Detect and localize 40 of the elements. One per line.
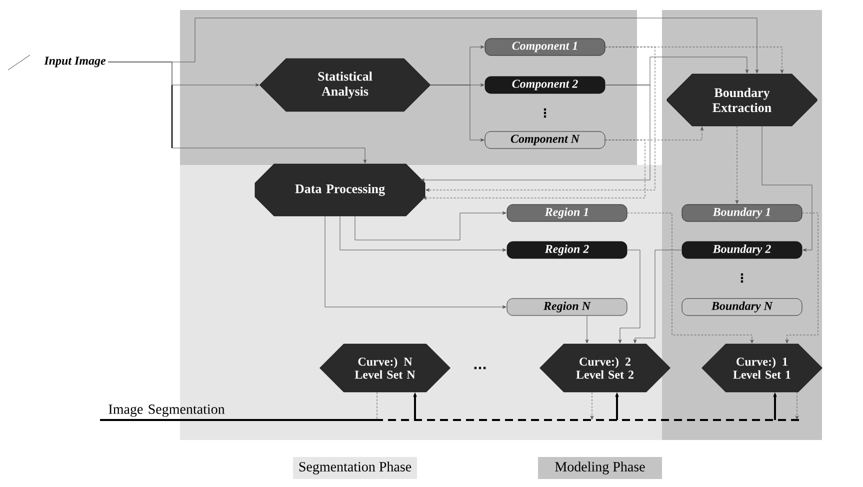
- process-octagon: Curve:) 2 Level Set 2: [540, 344, 670, 392]
- rounded-box: Boundary N: [682, 298, 802, 316]
- arrow: [426, 46, 656, 192]
- process-octagon: Statistical Analysis: [260, 58, 430, 112]
- ellipsis: ⋮: [740, 273, 744, 283]
- output-bar: Image Segmentation: [100, 404, 800, 421]
- rounded-box: Component N: [484, 131, 606, 149]
- arrow: [324, 216, 506, 309]
- process-octagon: Curve:) N Level Set N: [320, 344, 450, 392]
- arrow: [762, 126, 812, 252]
- rounded-box: Region N: [506, 298, 628, 316]
- arrow: [354, 211, 506, 240]
- arrow: [590, 392, 594, 420]
- process-octagon: Data Processing: [254, 164, 426, 216]
- connector: [376, 392, 378, 420]
- arrow: [422, 140, 646, 200]
- legend-text: Modeling Phase: [555, 462, 645, 474]
- rounded-box: Region 2: [506, 241, 628, 259]
- rounded-box: Component 1: [484, 38, 606, 56]
- process-octagon: Curve:) 1 Level Set 1: [702, 344, 822, 392]
- rounded-box: Component 2: [484, 76, 606, 94]
- arrow: [618, 250, 640, 344]
- arrow: [420, 84, 650, 182]
- arrow: [633, 250, 682, 344]
- rounded-box: Boundary 2: [682, 241, 802, 259]
- arrow: [430, 84, 484, 142]
- arrow: [735, 126, 739, 204]
- arrow: [626, 212, 754, 344]
- ellipsis: ...: [474, 366, 486, 370]
- arrow: [108, 18, 759, 74]
- arrow: [795, 392, 799, 420]
- arrow: [585, 315, 589, 344]
- ellipsis: ⋮: [544, 108, 546, 118]
- rounded-box: Boundary 1: [682, 204, 802, 222]
- arrow: [785, 212, 818, 344]
- legend-text: Segmentation Phase: [299, 462, 412, 474]
- process-octagon: Boundary Extraction: [666, 74, 818, 126]
- arrow: [340, 216, 506, 252]
- rounded-box: Region 1: [506, 204, 628, 222]
- input-label: Input Image: [44, 56, 106, 68]
